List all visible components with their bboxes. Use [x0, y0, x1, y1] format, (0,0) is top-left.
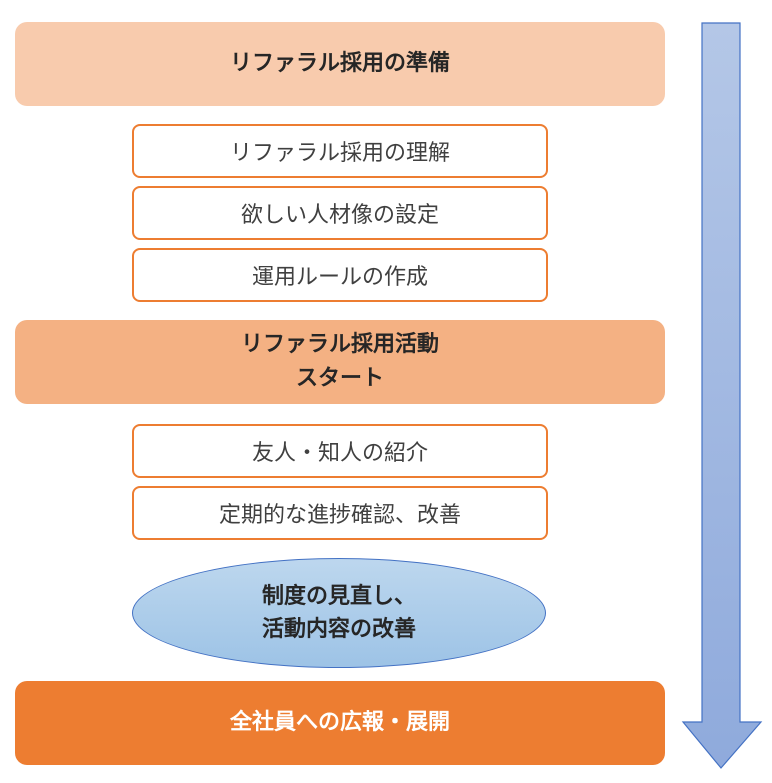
step-understand-referral: リファラル採用の理解 — [132, 124, 548, 178]
review-label: 制度の見直し、 活動内容の改善 — [261, 584, 416, 642]
phase-start-band: リファラル採用活動 スタート — [15, 320, 665, 404]
step-define-ideal-candidate: 欲しい人材像の設定 — [132, 186, 548, 240]
phase-rollout-band: 全社員への広報・展開 — [15, 681, 665, 765]
step-label: 欲しい人材像の設定 — [240, 203, 439, 228]
phase-rollout-title: 全社員への広報・展開 — [229, 710, 450, 735]
step-label: 定期的な進捗確認、改善 — [218, 503, 461, 528]
step-label: 運用ルールの作成 — [251, 265, 428, 290]
down-arrow-icon — [681, 22, 763, 769]
step-introduce-friends: 友人・知人の紹介 — [132, 424, 548, 478]
review-ellipse: 制度の見直し、 活動内容の改善 — [132, 558, 546, 668]
phase-preparation-title: リファラル採用の準備 — [229, 51, 450, 76]
step-create-rules: 運用ルールの作成 — [132, 248, 548, 302]
phase-preparation-band: リファラル採用の準備 — [15, 22, 665, 106]
step-progress-review: 定期的な進捗確認、改善 — [132, 486, 548, 540]
step-label: リファラル採用の理解 — [229, 141, 450, 166]
step-label: 友人・知人の紹介 — [251, 441, 428, 466]
phase-start-title: リファラル採用活動 スタート — [240, 332, 439, 391]
